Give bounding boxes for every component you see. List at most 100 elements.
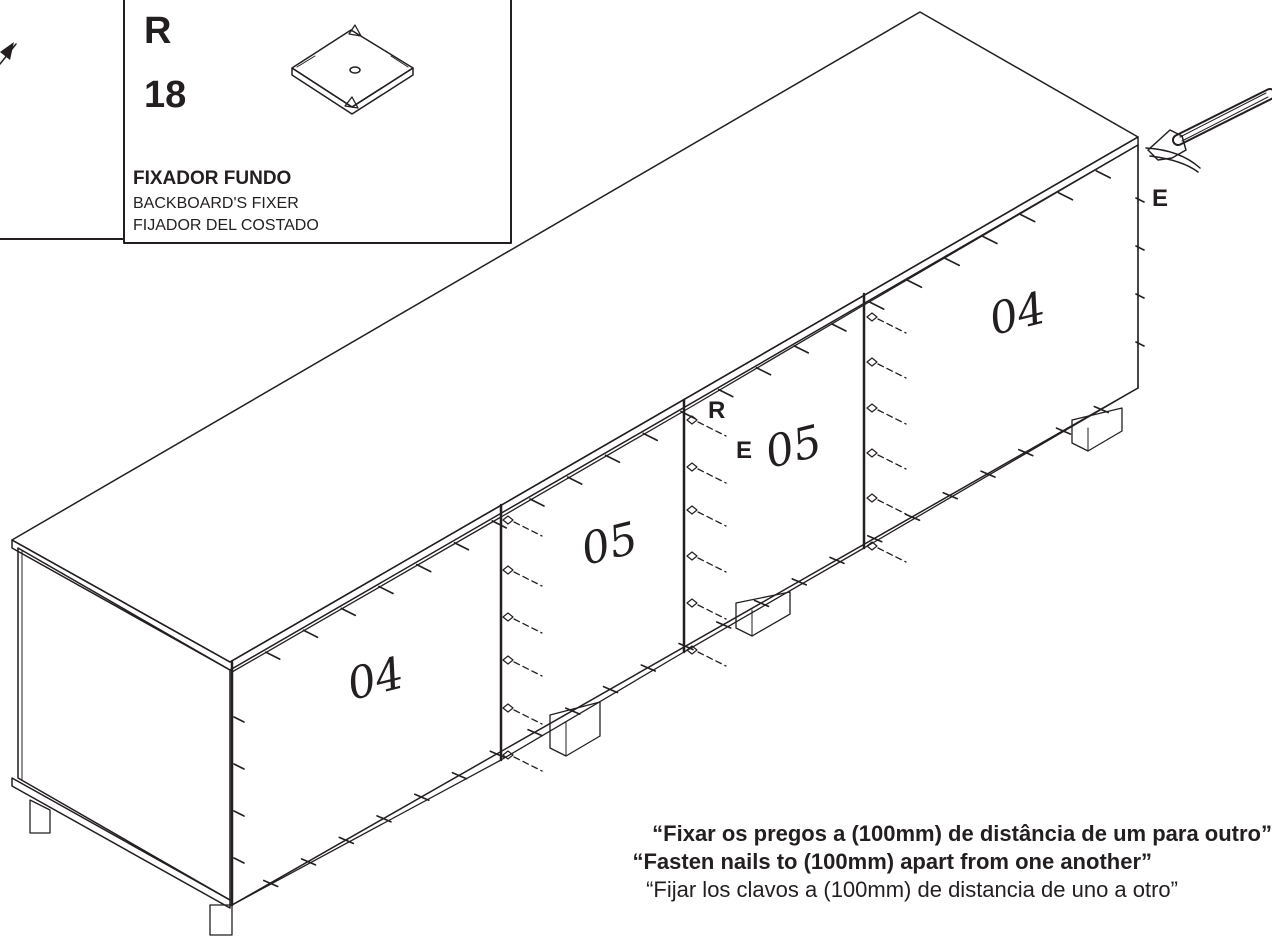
nail — [491, 520, 508, 529]
cabinet-foot — [1071, 407, 1123, 452]
back-panel-04-left — [231, 516, 502, 906]
nail — [233, 716, 245, 723]
nail — [233, 763, 245, 770]
nail — [1055, 427, 1072, 435]
nail — [451, 771, 468, 780]
instruction-pt: “Fixar os pregos a (100mm) de distância … — [652, 821, 1272, 846]
nail-group — [233, 170, 1145, 888]
nail — [829, 556, 845, 565]
fixer-r — [502, 750, 543, 772]
part-name-pt: FIXADOR FUNDO — [133, 168, 291, 189]
panel-label-05-left: 05 — [576, 513, 643, 576]
instruction-es: “Fijar los clavos a (100mm) de distancia… — [646, 877, 1178, 902]
part-name-en: BACKBOARD'S FIXER — [133, 195, 299, 212]
panel-label-05-right: 05 — [760, 416, 827, 479]
nail — [1135, 197, 1145, 203]
cabinet-foot — [549, 701, 601, 757]
nail — [1017, 448, 1034, 457]
callout-nail-e-mid: E — [736, 437, 752, 464]
panel-label-04-left: 04 — [342, 648, 409, 711]
fixer-r — [686, 598, 727, 620]
nail-icon — [0, 42, 17, 65]
instruction-en: “Fasten nails to (100mm) apart from one … — [632, 849, 1152, 874]
nail — [262, 879, 279, 888]
nail — [1057, 191, 1074, 201]
back-panel-04-right — [863, 144, 1139, 549]
callout-fixer-r: R — [708, 397, 725, 424]
fixer-r — [686, 462, 727, 484]
nail — [413, 793, 430, 802]
nail — [415, 563, 432, 573]
fixer-r — [502, 612, 543, 634]
nail — [1093, 405, 1110, 414]
nail — [453, 541, 470, 551]
nail — [1135, 245, 1145, 251]
nail — [868, 301, 885, 310]
nail — [755, 366, 772, 376]
part-detail-box: R 18 FIXADOR FUNDO BACKBOARD'S FIXER FIJ… — [0, 0, 512, 244]
fixer-r — [502, 703, 543, 725]
nail — [1019, 213, 1036, 223]
nail — [566, 476, 583, 485]
nail — [302, 629, 319, 639]
furniture-cabinet — [11, 11, 1145, 936]
fixer-r — [502, 565, 543, 587]
fixer-r — [686, 645, 727, 667]
fixer-r — [866, 493, 907, 515]
nail — [1095, 170, 1112, 179]
part-letter: R — [144, 10, 171, 52]
fixer-r — [866, 357, 907, 379]
nail — [376, 815, 392, 823]
nail — [264, 651, 281, 660]
nail — [1135, 341, 1145, 347]
nail — [942, 491, 959, 500]
callout-nail-e-right: E — [1152, 185, 1168, 212]
nail — [378, 585, 394, 595]
cabinet-left-side — [17, 547, 231, 901]
part-name-es: FIJADOR DEL COSTADO — [133, 217, 319, 234]
nail — [793, 345, 810, 354]
nail — [602, 685, 619, 694]
backboard-fixer-icon — [291, 24, 414, 115]
nail — [640, 664, 657, 672]
nail — [529, 498, 545, 507]
nail — [866, 534, 883, 543]
fixer-r — [502, 655, 543, 677]
nail — [904, 513, 921, 522]
nail — [753, 599, 770, 608]
nail — [678, 642, 694, 651]
nail — [831, 323, 847, 332]
nail — [489, 750, 506, 759]
panel-label-04-right: 04 — [984, 283, 1051, 346]
hammer-icon — [1145, 88, 1272, 173]
fixer-r — [686, 505, 727, 527]
fixer-group — [502, 312, 907, 772]
fixer-r — [866, 312, 907, 334]
back-panel-05-right — [683, 304, 865, 653]
nail — [906, 279, 923, 289]
nail — [642, 432, 659, 442]
nail — [338, 836, 355, 845]
nail — [980, 470, 996, 478]
fixer-r — [866, 403, 907, 425]
nail — [233, 810, 245, 817]
fixer-r — [502, 515, 543, 537]
fixer-r — [686, 551, 727, 573]
nail — [715, 621, 732, 629]
nail — [717, 388, 734, 398]
nail — [944, 257, 961, 267]
nail — [1135, 293, 1145, 299]
nail — [233, 857, 245, 864]
nail — [527, 728, 543, 737]
nail — [680, 410, 696, 420]
nail — [604, 454, 621, 464]
cabinet-foot — [735, 591, 791, 637]
nail — [791, 578, 808, 586]
back-panel-05-left — [500, 410, 685, 761]
nail — [340, 607, 357, 617]
fixer-r — [686, 415, 727, 437]
nail — [982, 235, 998, 245]
nail — [300, 858, 317, 866]
